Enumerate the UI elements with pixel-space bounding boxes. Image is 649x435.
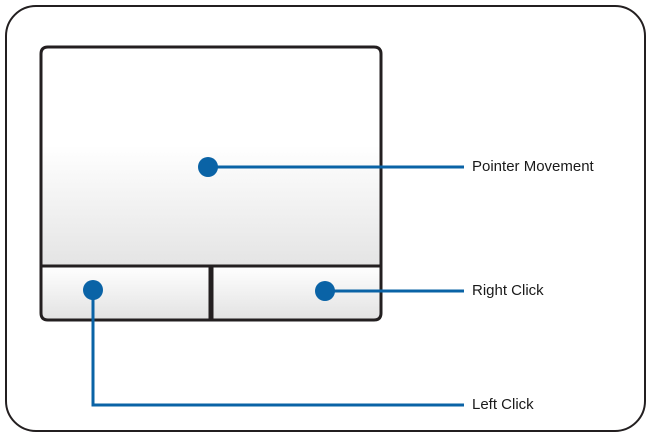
left-click-dot — [83, 280, 103, 300]
right-button — [210, 264, 383, 322]
right-click-label: Right Click — [472, 282, 544, 299]
pointer-movement-dot — [198, 157, 218, 177]
left-click-label: Left Click — [472, 396, 534, 413]
right-click-dot — [315, 281, 335, 301]
touchpad-surface — [39, 45, 383, 268]
pointer-movement-label: Pointer Movement — [472, 158, 594, 175]
left-button — [39, 264, 212, 322]
left-click-leader — [91, 290, 464, 407]
